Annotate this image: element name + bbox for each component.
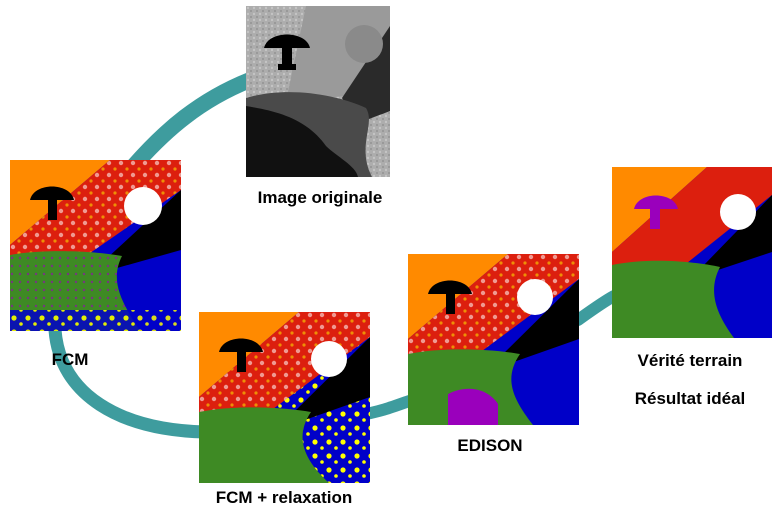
label-fcm-relaxation: FCM + relaxation [215, 488, 353, 507]
panel-edison [408, 254, 579, 425]
label-resultat-ideal: Résultat idéal [634, 389, 746, 408]
arc-original-to-fcm [124, 72, 258, 176]
label-fcm: FCM [51, 350, 89, 369]
panel-fcm [10, 160, 181, 331]
panel-fcm-relaxation [199, 312, 370, 483]
label-edison: EDISON [457, 436, 523, 455]
panel-ground-truth [612, 167, 772, 338]
panel-original-image [246, 6, 390, 177]
label-image-originale: Image originale [257, 188, 383, 207]
label-verite-terrain: Vérité terrain [637, 351, 743, 370]
arc-fcm-to-relaxation [48, 323, 212, 439]
arc-edison-to-truth [572, 290, 620, 326]
